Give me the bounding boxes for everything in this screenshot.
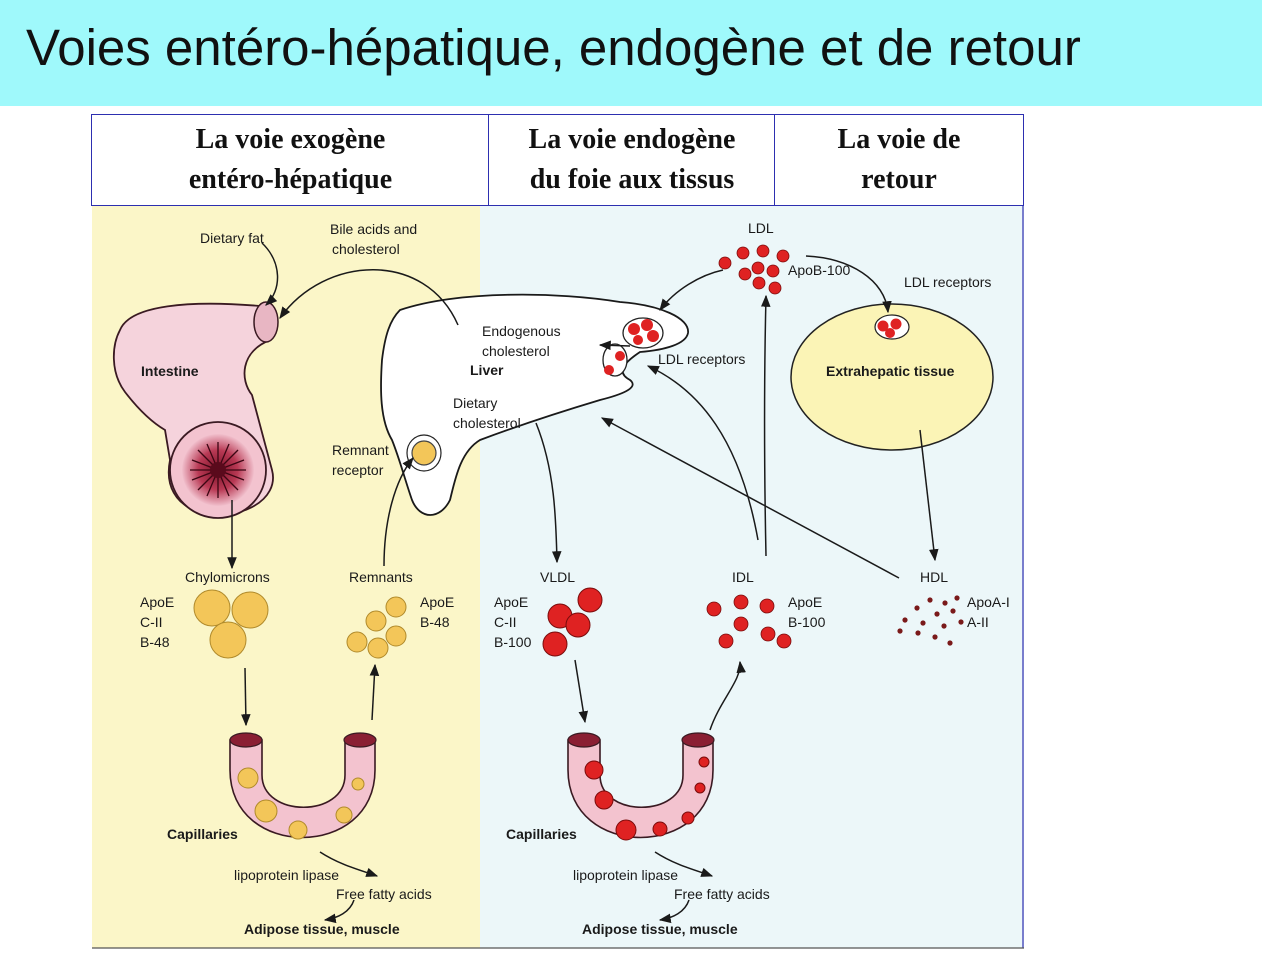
header-exogenous-line1: La voie exogène	[195, 124, 386, 155]
label-vldl-apo-1: ApoE	[494, 594, 528, 610]
remnant-particles	[346, 596, 407, 659]
ldl-particles	[718, 244, 790, 295]
vldl-particles	[542, 587, 603, 657]
idl-particles	[706, 594, 792, 649]
label-ffa-left: Free fatty acids	[336, 886, 432, 902]
label-chylo-apo-1: ApoE	[140, 594, 174, 610]
capillary-left	[229, 732, 377, 840]
label-ldl-receptors-tissue: LDL receptors	[904, 274, 991, 290]
label-endogenous-2: cholesterol	[482, 343, 550, 359]
label-dietary-fat: Dietary fat	[200, 230, 264, 246]
label-bile-acids-1: Bile acids and	[330, 221, 417, 237]
label-capillaries-right: Capillaries	[506, 826, 577, 842]
header-exogenous: La voie exogène entéro-hépatique	[91, 114, 490, 206]
label-vldl: VLDL	[540, 569, 575, 585]
label-ffa-right: Free fatty acids	[674, 886, 770, 902]
title-bar: Voies entéro-hépatique, endogène et de r…	[0, 0, 1262, 106]
label-chylo-apo-3: B-48	[140, 634, 170, 650]
label-remnant-receptor-1: Remnant	[332, 442, 389, 458]
label-extrahepatic: Extrahepatic tissue	[826, 363, 955, 379]
label-ldl-receptors-liver: LDL receptors	[658, 351, 745, 367]
label-idl-apo-2: B-100	[788, 614, 826, 630]
header-return-line1: La voie de	[837, 124, 961, 155]
label-hdl-apo-2: A-II	[967, 614, 989, 630]
header-endogenous: La voie endogène du foie aux tissus	[488, 114, 776, 206]
label-remnants: Remnants	[349, 569, 413, 585]
page-title: Voies entéro-hépatique, endogène et de r…	[26, 19, 1081, 76]
capillary-right	[567, 732, 715, 841]
label-hdl-apo-1: ApoA-I	[967, 594, 1010, 610]
label-remnant-apo-1: ApoE	[420, 594, 454, 610]
chylomicron-particles	[193, 589, 269, 659]
intestine-illustration	[112, 301, 279, 519]
label-idl-apo-1: ApoE	[788, 594, 822, 610]
label-vldl-apo-2: C-II	[494, 614, 517, 630]
pathway-arrows	[227, 242, 939, 924]
label-adipose-right: Adipose tissue, muscle	[582, 921, 738, 937]
label-remnant-apo-2: B-48	[420, 614, 450, 630]
header-return: La voie de retour	[774, 114, 1024, 206]
remnant-receptor-particle	[411, 440, 437, 466]
label-vldl-apo-3: B-100	[494, 634, 532, 650]
label-liver: Liver	[470, 362, 504, 378]
header-endogenous-line2: du foie aux tissus	[529, 164, 735, 195]
label-intestine: Intestine	[141, 363, 199, 379]
label-hdl: HDL	[920, 569, 948, 585]
label-dietary-chol-2: cholesterol	[453, 415, 521, 431]
label-ldl: LDL	[748, 220, 774, 236]
header-exogenous-line2: entéro-hépatique	[188, 164, 393, 195]
label-dietary-chol-1: Dietary	[453, 395, 497, 411]
label-idl: IDL	[732, 569, 754, 585]
label-chylo-apo-2: C-II	[140, 614, 163, 630]
header-endogenous-line1: La voie endogène	[528, 124, 736, 155]
label-endogenous-1: Endogenous	[482, 323, 561, 339]
label-chylomicrons: Chylomicrons	[185, 569, 270, 585]
label-lipase-left: lipoprotein lipase	[234, 867, 339, 883]
label-remnant-receptor-2: receptor	[332, 462, 384, 478]
label-lipase-right: lipoprotein lipase	[573, 867, 678, 883]
label-apob100-ldl: ApoB-100	[788, 262, 850, 278]
extrahepatic-tissue	[790, 303, 994, 451]
label-adipose-left: Adipose tissue, muscle	[244, 921, 400, 937]
label-bile-acids-2: cholesterol	[332, 241, 400, 257]
label-capillaries-left: Capillaries	[167, 826, 238, 842]
header-return-line2: retour	[861, 164, 937, 195]
hdl-particles	[897, 595, 964, 646]
